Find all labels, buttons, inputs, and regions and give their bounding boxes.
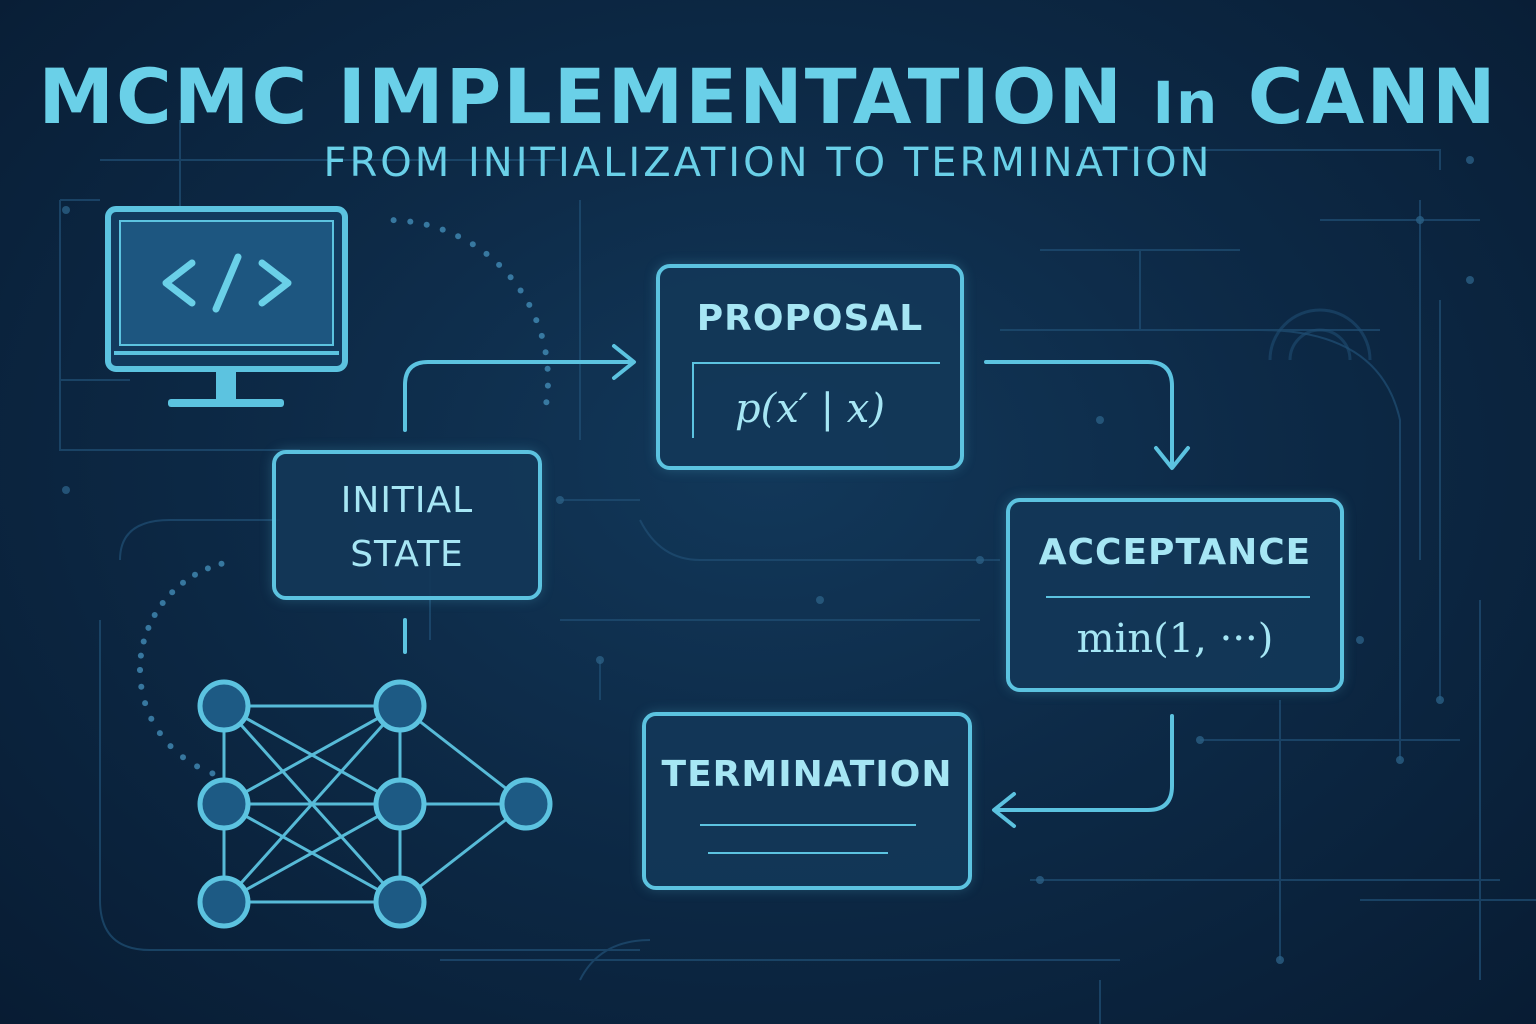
proposal-label: PROPOSAL	[696, 298, 924, 339]
decor-dot	[138, 683, 145, 690]
title-main: MCMC IMPLEMENTATION	[38, 52, 1124, 141]
decor-dot	[151, 612, 158, 618]
termination-line-1	[700, 824, 916, 826]
neural-network-icon	[197, 679, 553, 929]
decor-dot	[544, 365, 551, 372]
decor-dot	[180, 754, 186, 761]
decor-dot	[159, 600, 166, 606]
proposal-node: PROPOSAL p(x′ | x)	[656, 264, 964, 470]
page-subtitle: FROM INITIALIZATION TO TERMINATION	[323, 140, 1213, 186]
decor-dot	[423, 221, 430, 228]
decor-dot	[455, 233, 462, 240]
acceptance-label: ACCEPTANCE	[1038, 532, 1312, 573]
proposal-formula-bracket	[692, 362, 694, 438]
decor-dot	[192, 571, 198, 578]
decor-dot	[137, 652, 144, 659]
decor-dot	[145, 624, 152, 631]
decor-dot	[542, 349, 549, 356]
title-connector: In	[1152, 69, 1220, 137]
code-monitor-icon	[105, 206, 348, 407]
decor-dot	[407, 218, 414, 225]
decor-dot	[526, 301, 533, 308]
decor-dot	[533, 317, 540, 324]
initial-state-node: INITIAL STATE	[272, 450, 542, 600]
decor-dot	[167, 743, 174, 750]
decor-dot	[169, 589, 176, 596]
decor-dot	[390, 217, 397, 224]
decor-dot	[142, 700, 149, 707]
acceptance-node: ACCEPTANCE min(1, ···)	[1006, 498, 1344, 692]
page-title: MCMC IMPLEMENTATION In CANN	[0, 52, 1536, 141]
decor-dot	[469, 241, 476, 248]
decor-dot	[148, 715, 155, 722]
proposal-formula: p(x′ | x)	[735, 386, 885, 432]
decor-dot	[137, 667, 143, 673]
initial-state-label-line1: INITIAL	[340, 480, 474, 521]
termination-node: TERMINATION	[642, 712, 972, 890]
decor-dot	[180, 579, 186, 586]
decor-dot	[507, 274, 514, 281]
decor-dot	[194, 763, 201, 770]
decor-dot	[517, 287, 524, 294]
decor-dot	[543, 399, 550, 406]
title-end: CANN	[1247, 52, 1498, 141]
decor-dot	[496, 261, 503, 268]
termination-label: TERMINATION	[661, 754, 953, 795]
decor-dot	[538, 332, 545, 339]
acceptance-divider	[1046, 596, 1310, 598]
acceptance-formula: min(1, ···)	[1076, 616, 1274, 662]
decor-dot	[156, 730, 163, 737]
decor-dot	[544, 382, 551, 389]
termination-line-2	[708, 852, 888, 854]
decor-dot	[204, 565, 211, 572]
decor-dot	[140, 638, 147, 645]
decor-dot	[439, 226, 446, 233]
decor-dot	[209, 770, 216, 777]
decor-dot	[483, 250, 490, 257]
initial-state-label-line2: STATE	[350, 534, 464, 575]
proposal-divider	[692, 362, 940, 364]
decor-dot	[218, 560, 225, 567]
